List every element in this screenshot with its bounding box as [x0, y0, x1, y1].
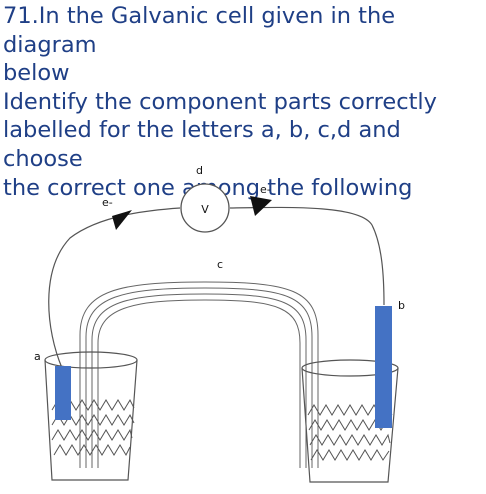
- external-wire-right: [229, 206, 385, 306]
- beaker-right: [301, 367, 399, 483]
- electron-arrow-left: [112, 210, 132, 230]
- voltmeter-symbol: V: [201, 203, 209, 216]
- label-electron-right: e-: [260, 183, 271, 196]
- label-d: d: [196, 164, 203, 177]
- electrode-right: [375, 306, 392, 428]
- voltmeter-circle: [180, 183, 230, 233]
- electron-arrow-right: [250, 196, 272, 216]
- label-a: a: [34, 350, 41, 363]
- beaker-left-rim: [44, 351, 138, 369]
- external-wire-left: [48, 207, 181, 369]
- electrode-left: [55, 366, 71, 420]
- beaker-right-rim: [301, 359, 399, 377]
- label-electron-left: e-: [102, 196, 113, 209]
- salt-bridge: [79, 281, 319, 468]
- label-b: b: [398, 299, 405, 312]
- label-c: c: [217, 258, 223, 271]
